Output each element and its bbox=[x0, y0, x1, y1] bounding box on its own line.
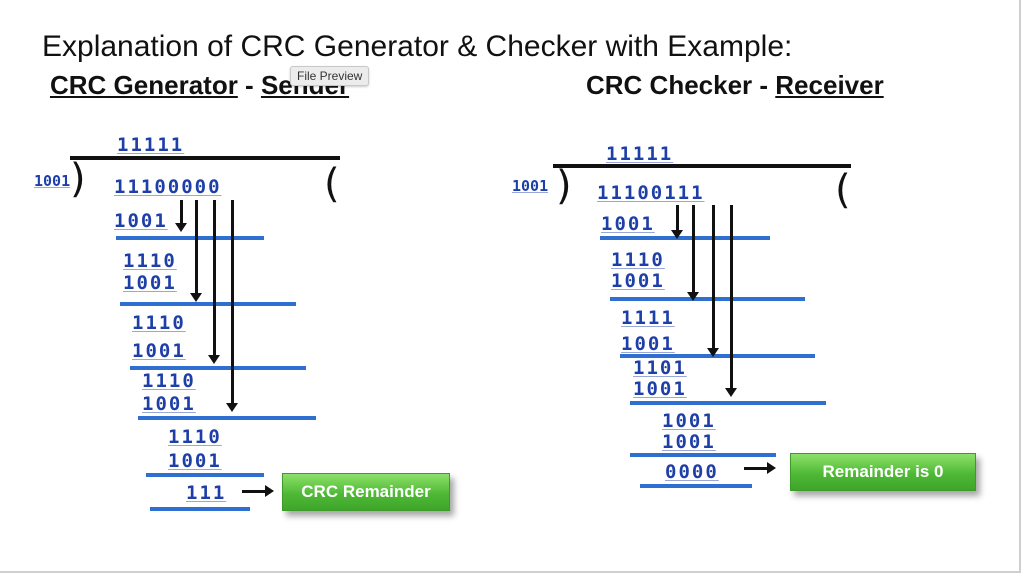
generator-dividend: 11100000 bbox=[114, 176, 222, 198]
checker-left-bracket: ) bbox=[556, 163, 572, 209]
checker-dividend: 11100111 bbox=[597, 182, 705, 204]
checker-arrow-4 bbox=[725, 205, 737, 397]
checker-remainder: 0000 bbox=[665, 461, 719, 483]
checker-rule-4 bbox=[630, 401, 826, 405]
generator-rule-2 bbox=[120, 302, 296, 306]
generator-remainder-arrow bbox=[242, 485, 274, 497]
remainder-zero-badge: Remainder is 0 bbox=[790, 453, 976, 491]
generator-step-9: 1001 bbox=[168, 450, 222, 472]
checker-label: CRC Checker bbox=[586, 70, 753, 100]
generator-step-2: 1110 bbox=[123, 250, 177, 272]
generator-quotient: 11111 bbox=[117, 134, 185, 156]
checker-arrow-3 bbox=[707, 205, 719, 357]
generator-rule-4 bbox=[138, 416, 316, 420]
generator-arrow-2 bbox=[190, 200, 202, 302]
slide-title: Explanation of CRC Generator & Checker w… bbox=[42, 30, 793, 63]
generator-right-bracket: ( bbox=[324, 161, 340, 207]
generator-step-6: 1110 bbox=[142, 370, 196, 392]
checker-heading: CRC Checker - Receiver bbox=[586, 70, 884, 101]
generator-divisor: 1001 bbox=[34, 172, 71, 190]
generator-division-bar bbox=[70, 156, 340, 160]
checker-quotient: 11111 bbox=[606, 143, 674, 165]
checker-remainder-arrow bbox=[744, 462, 776, 474]
checker-rule-1 bbox=[600, 236, 770, 240]
checker-step-3: 1001 bbox=[611, 270, 665, 292]
generator-rule-3 bbox=[130, 366, 306, 370]
checker-rule-2 bbox=[610, 297, 805, 301]
generator-label: CRC Generator bbox=[50, 70, 238, 100]
checker-step-5: 1001 bbox=[621, 333, 675, 355]
file-preview-tooltip: File Preview bbox=[290, 66, 370, 86]
checker-step-9: 1001 bbox=[662, 431, 716, 453]
generator-step-7: 1001 bbox=[142, 393, 196, 415]
generator-dash: - bbox=[237, 70, 261, 100]
receiver-label: Receiver bbox=[775, 70, 884, 100]
checker-dash: - bbox=[752, 70, 776, 100]
checker-step-6: 1101 bbox=[633, 357, 687, 379]
generator-step-1: 1001 bbox=[114, 210, 168, 232]
generator-arrow-3 bbox=[208, 200, 220, 364]
generator-remainder: 111 bbox=[186, 482, 227, 504]
checker-step-7: 1001 bbox=[633, 378, 687, 400]
generator-arrow-1 bbox=[175, 200, 187, 232]
checker-divisor: 1001 bbox=[512, 177, 549, 195]
checker-step-2: 1110 bbox=[611, 249, 665, 271]
checker-step-8: 1001 bbox=[662, 410, 716, 432]
generator-rule-5 bbox=[146, 473, 264, 477]
checker-step-1: 1001 bbox=[601, 213, 655, 235]
generator-step-8: 1110 bbox=[168, 426, 222, 448]
generator-step-5: 1001 bbox=[132, 340, 186, 362]
checker-right-bracket: ( bbox=[835, 167, 851, 213]
checker-step-4: 1111 bbox=[621, 307, 675, 329]
checker-division-bar bbox=[553, 164, 851, 168]
generator-step-3: 1001 bbox=[123, 272, 177, 294]
checker-arrow-2 bbox=[687, 205, 699, 301]
crc-remainder-badge: CRC Remainder bbox=[282, 473, 450, 511]
checker-arrow-1 bbox=[671, 205, 683, 239]
generator-left-bracket: ) bbox=[70, 156, 86, 202]
generator-rule-1 bbox=[116, 236, 264, 240]
generator-arrow-4 bbox=[226, 200, 238, 412]
generator-step-4: 1110 bbox=[132, 312, 186, 334]
generator-rule-6 bbox=[150, 507, 250, 511]
checker-rule-6 bbox=[640, 484, 752, 488]
checker-rule-5 bbox=[630, 453, 776, 457]
